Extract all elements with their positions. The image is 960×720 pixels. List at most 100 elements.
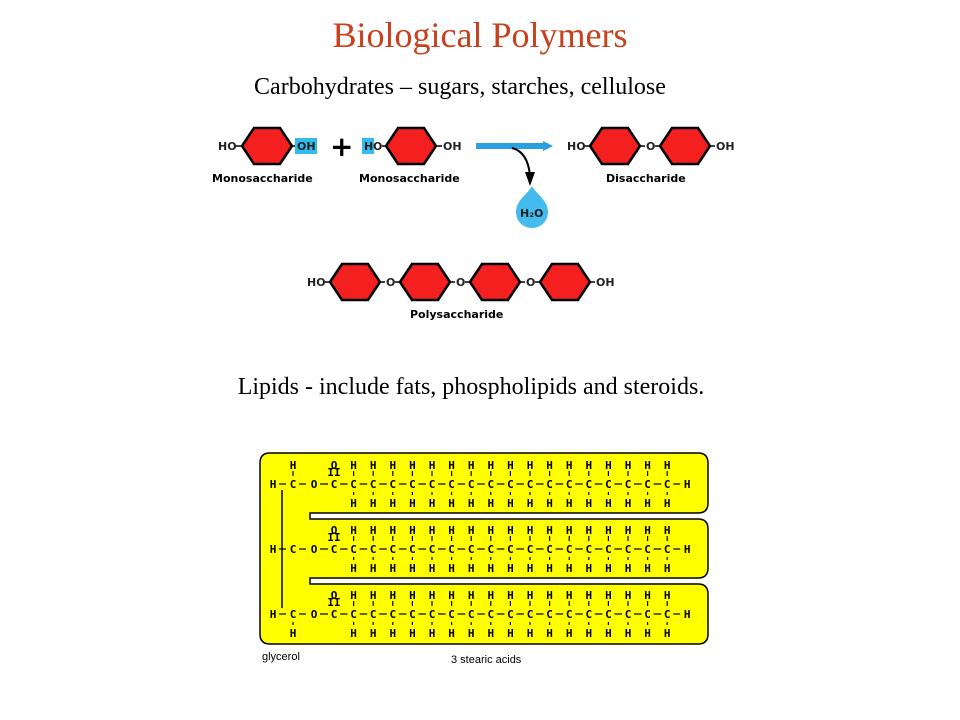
chain-hydrogen-bottom: H — [664, 562, 671, 575]
chain-carbon: C — [644, 543, 651, 556]
chain-carbon: C — [664, 608, 671, 621]
chain-hydrogen-top: H — [566, 589, 573, 602]
chain-hydrogen-bottom: H — [448, 627, 455, 640]
chain-hydrogen-top: H — [644, 589, 651, 602]
chain-hydrogen-bottom: H — [546, 562, 553, 575]
carbonyl-double-bond: II — [327, 596, 340, 609]
chain-hydrogen-top: H — [409, 459, 416, 472]
sugar-ring-1 — [240, 126, 294, 166]
chain-carbon: C — [605, 543, 612, 556]
chain-hydrogen-top: H — [546, 459, 553, 472]
chain-hydrogen-top: H — [507, 589, 514, 602]
chain-hydrogen-bottom: H — [448, 497, 455, 510]
chain-hydrogen-top: H — [507, 524, 514, 537]
glycerol-hydrogen-top: H — [290, 459, 297, 472]
chain-carbon: C — [468, 543, 475, 556]
chain-carbon: C — [625, 543, 632, 556]
chain-carbon: C — [566, 478, 573, 491]
glycerol-carbon: C — [290, 608, 297, 621]
ester-oxygen: O — [311, 478, 318, 491]
chain-carbon: C — [429, 543, 436, 556]
poly-oxygen-3: O — [526, 276, 535, 289]
chain-carbon: C — [350, 608, 357, 621]
chain-hydrogen-top: H — [664, 524, 671, 537]
chain-hydrogen-top: H — [527, 524, 534, 537]
page-title: Biological Polymers — [332, 15, 628, 55]
disaccharide-ring-1 — [588, 126, 642, 166]
chain-carbon: C — [507, 543, 514, 556]
polysaccharide-oh: OH — [596, 276, 615, 289]
chain-hydrogen-bottom: H — [527, 627, 534, 640]
chain-hydrogen-top: H — [605, 524, 612, 537]
chain-carbon: C — [585, 478, 592, 491]
chain-hydrogen-top: H — [585, 459, 592, 472]
chain-hydrogen-top: H — [585, 589, 592, 602]
chain-carbon: C — [448, 543, 455, 556]
chain-carbon: C — [664, 478, 671, 491]
chain-carbon: C — [350, 543, 357, 556]
chain-hydrogen-top: H — [350, 524, 357, 537]
plus-sign: + — [330, 130, 353, 163]
chain-hydrogen-top: H — [625, 459, 632, 472]
chain-hydrogen-bottom: H — [389, 627, 396, 640]
chain-carbon: C — [507, 608, 514, 621]
chain-carbon: C — [409, 543, 416, 556]
chain-hydrogen-top: H — [566, 459, 573, 472]
chain-carbon: C — [331, 543, 338, 556]
chain-hydrogen-bottom: H — [350, 497, 357, 510]
chain-hydrogen-bottom: H — [389, 497, 396, 510]
carbohydrates-heading: Carbohydrates – sugars, starches, cellul… — [254, 74, 666, 100]
chain-carbon: C — [585, 543, 592, 556]
chain-hydrogen-top: H — [625, 524, 632, 537]
chain-hydrogen-top: H — [448, 524, 455, 537]
poly-oxygen-2: O — [456, 276, 465, 289]
chain-hydrogen-top: H — [468, 524, 475, 537]
poly-oxygen-1: O — [386, 276, 395, 289]
chain-hydrogen-bottom: H — [566, 562, 573, 575]
ester-oxygen: O — [311, 543, 318, 556]
chain-hydrogen-top: H — [605, 459, 612, 472]
ester-oxygen: O — [311, 608, 318, 621]
chain-carbon: C — [448, 478, 455, 491]
carbonyl-oxygen: O — [331, 589, 338, 602]
chain-hydrogen-bottom: H — [664, 627, 671, 640]
hydroxyl-ho-1: HO — [218, 140, 237, 153]
chain-hydrogen-bottom: H — [468, 627, 475, 640]
chain-hydrogen-top: H — [429, 524, 436, 537]
chain-carbon: C — [389, 543, 396, 556]
chain-carbon: C — [487, 608, 494, 621]
chain-hydrogen-top: H — [487, 524, 494, 537]
carbonyl-double-bond: II — [327, 466, 340, 479]
chain-carbon: C — [468, 608, 475, 621]
terminal-hydrogen: H — [684, 608, 691, 621]
poly-ring-3 — [468, 262, 522, 302]
chain-hydrogen-bottom: H — [605, 497, 612, 510]
chain-carbon: C — [487, 478, 494, 491]
chain-hydrogen-bottom: H — [585, 497, 592, 510]
chain-hydrogen-top: H — [605, 589, 612, 602]
chain-carbon: C — [409, 608, 416, 621]
water-drop-icon — [516, 186, 548, 228]
chain-hydrogen-bottom: H — [585, 627, 592, 640]
chain-hydrogen-bottom: H — [468, 497, 475, 510]
chain-carbon: C — [527, 543, 534, 556]
chain-carbon: C — [331, 608, 338, 621]
chain-hydrogen-bottom: H — [546, 497, 553, 510]
hydrogen-h-2: H — [364, 140, 373, 153]
chain-hydrogen-top: H — [664, 589, 671, 602]
chain-hydrogen-bottom: H — [409, 627, 416, 640]
chain-hydrogen-top: H — [507, 459, 514, 472]
chain-hydrogen-bottom: H — [350, 627, 357, 640]
chain-hydrogen-top: H — [389, 459, 396, 472]
chain-hydrogen-bottom: H — [527, 497, 534, 510]
carbonyl-oxygen: O — [331, 459, 338, 472]
disaccharide-ring-2 — [658, 126, 712, 166]
chain-hydrogen-bottom: H — [507, 497, 514, 510]
disaccharide-ho: HO — [567, 140, 586, 153]
chain-hydrogen-top: H — [370, 524, 377, 537]
oxygen-o-2: O — [373, 140, 382, 153]
poly-ring-2 — [398, 262, 452, 302]
glycerol-hydrogen-bottom: H — [290, 627, 297, 640]
chain-hydrogen-top: H — [429, 589, 436, 602]
